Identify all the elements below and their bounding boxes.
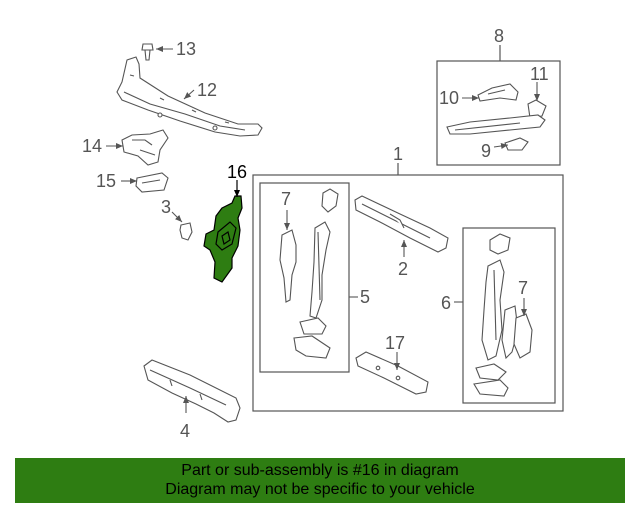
callout-7a: 7 xyxy=(281,189,291,209)
part-13-clip xyxy=(141,43,154,61)
callout-13: 13 xyxy=(176,39,196,59)
callout-15: 15 xyxy=(96,171,116,191)
part-5-assembly xyxy=(279,188,339,359)
part-15-bracket xyxy=(135,172,169,193)
upper-rail xyxy=(446,114,546,135)
callout-8: 8 xyxy=(494,26,504,46)
callout-3: 3 xyxy=(161,197,171,217)
banner-line-2: Diagram may not be specific to your vehi… xyxy=(165,481,475,498)
info-banner: Part or sub-assembly is #16 in diagram D… xyxy=(15,458,625,503)
box-5 xyxy=(259,182,350,373)
callout-10: 10 xyxy=(439,88,459,108)
part-3-clip xyxy=(179,222,193,241)
callout-12: 12 xyxy=(197,80,217,100)
part-6-assembly xyxy=(473,233,533,397)
callout-6: 6 xyxy=(441,293,451,313)
banner-line-1: Part or sub-assembly is #16 in diagram xyxy=(181,462,459,479)
callout-11: 11 xyxy=(530,64,549,84)
callout-9: 9 xyxy=(481,141,491,161)
leader-9 xyxy=(493,143,509,149)
parts-diagram: 13 12 14 15 3 16 4 8 10 11 9 1 7 5 2 6 7… xyxy=(82,26,564,441)
part-16-highlighted xyxy=(203,195,243,283)
part-14-bracket xyxy=(121,129,169,166)
box-8 xyxy=(436,60,561,166)
part-9-bracket xyxy=(504,137,529,151)
callout-16: 16 xyxy=(227,162,247,182)
callout-1: 1 xyxy=(393,144,403,164)
leader-3 xyxy=(171,211,183,223)
callout-17: 17 xyxy=(385,333,405,353)
callout-4: 4 xyxy=(180,421,190,441)
callout-14: 14 xyxy=(82,136,102,156)
callout-5: 5 xyxy=(360,287,370,307)
part-4-lower-support xyxy=(143,359,241,423)
callout-2: 2 xyxy=(398,259,408,279)
part-10-bracket xyxy=(477,83,519,102)
part-17-plate xyxy=(355,351,429,395)
box-1 xyxy=(252,174,564,412)
box-6 xyxy=(462,227,556,404)
part-2-rail xyxy=(354,195,449,253)
part-12-cover xyxy=(116,56,263,137)
leader-12 xyxy=(183,89,195,100)
callout-7b: 7 xyxy=(518,278,528,298)
